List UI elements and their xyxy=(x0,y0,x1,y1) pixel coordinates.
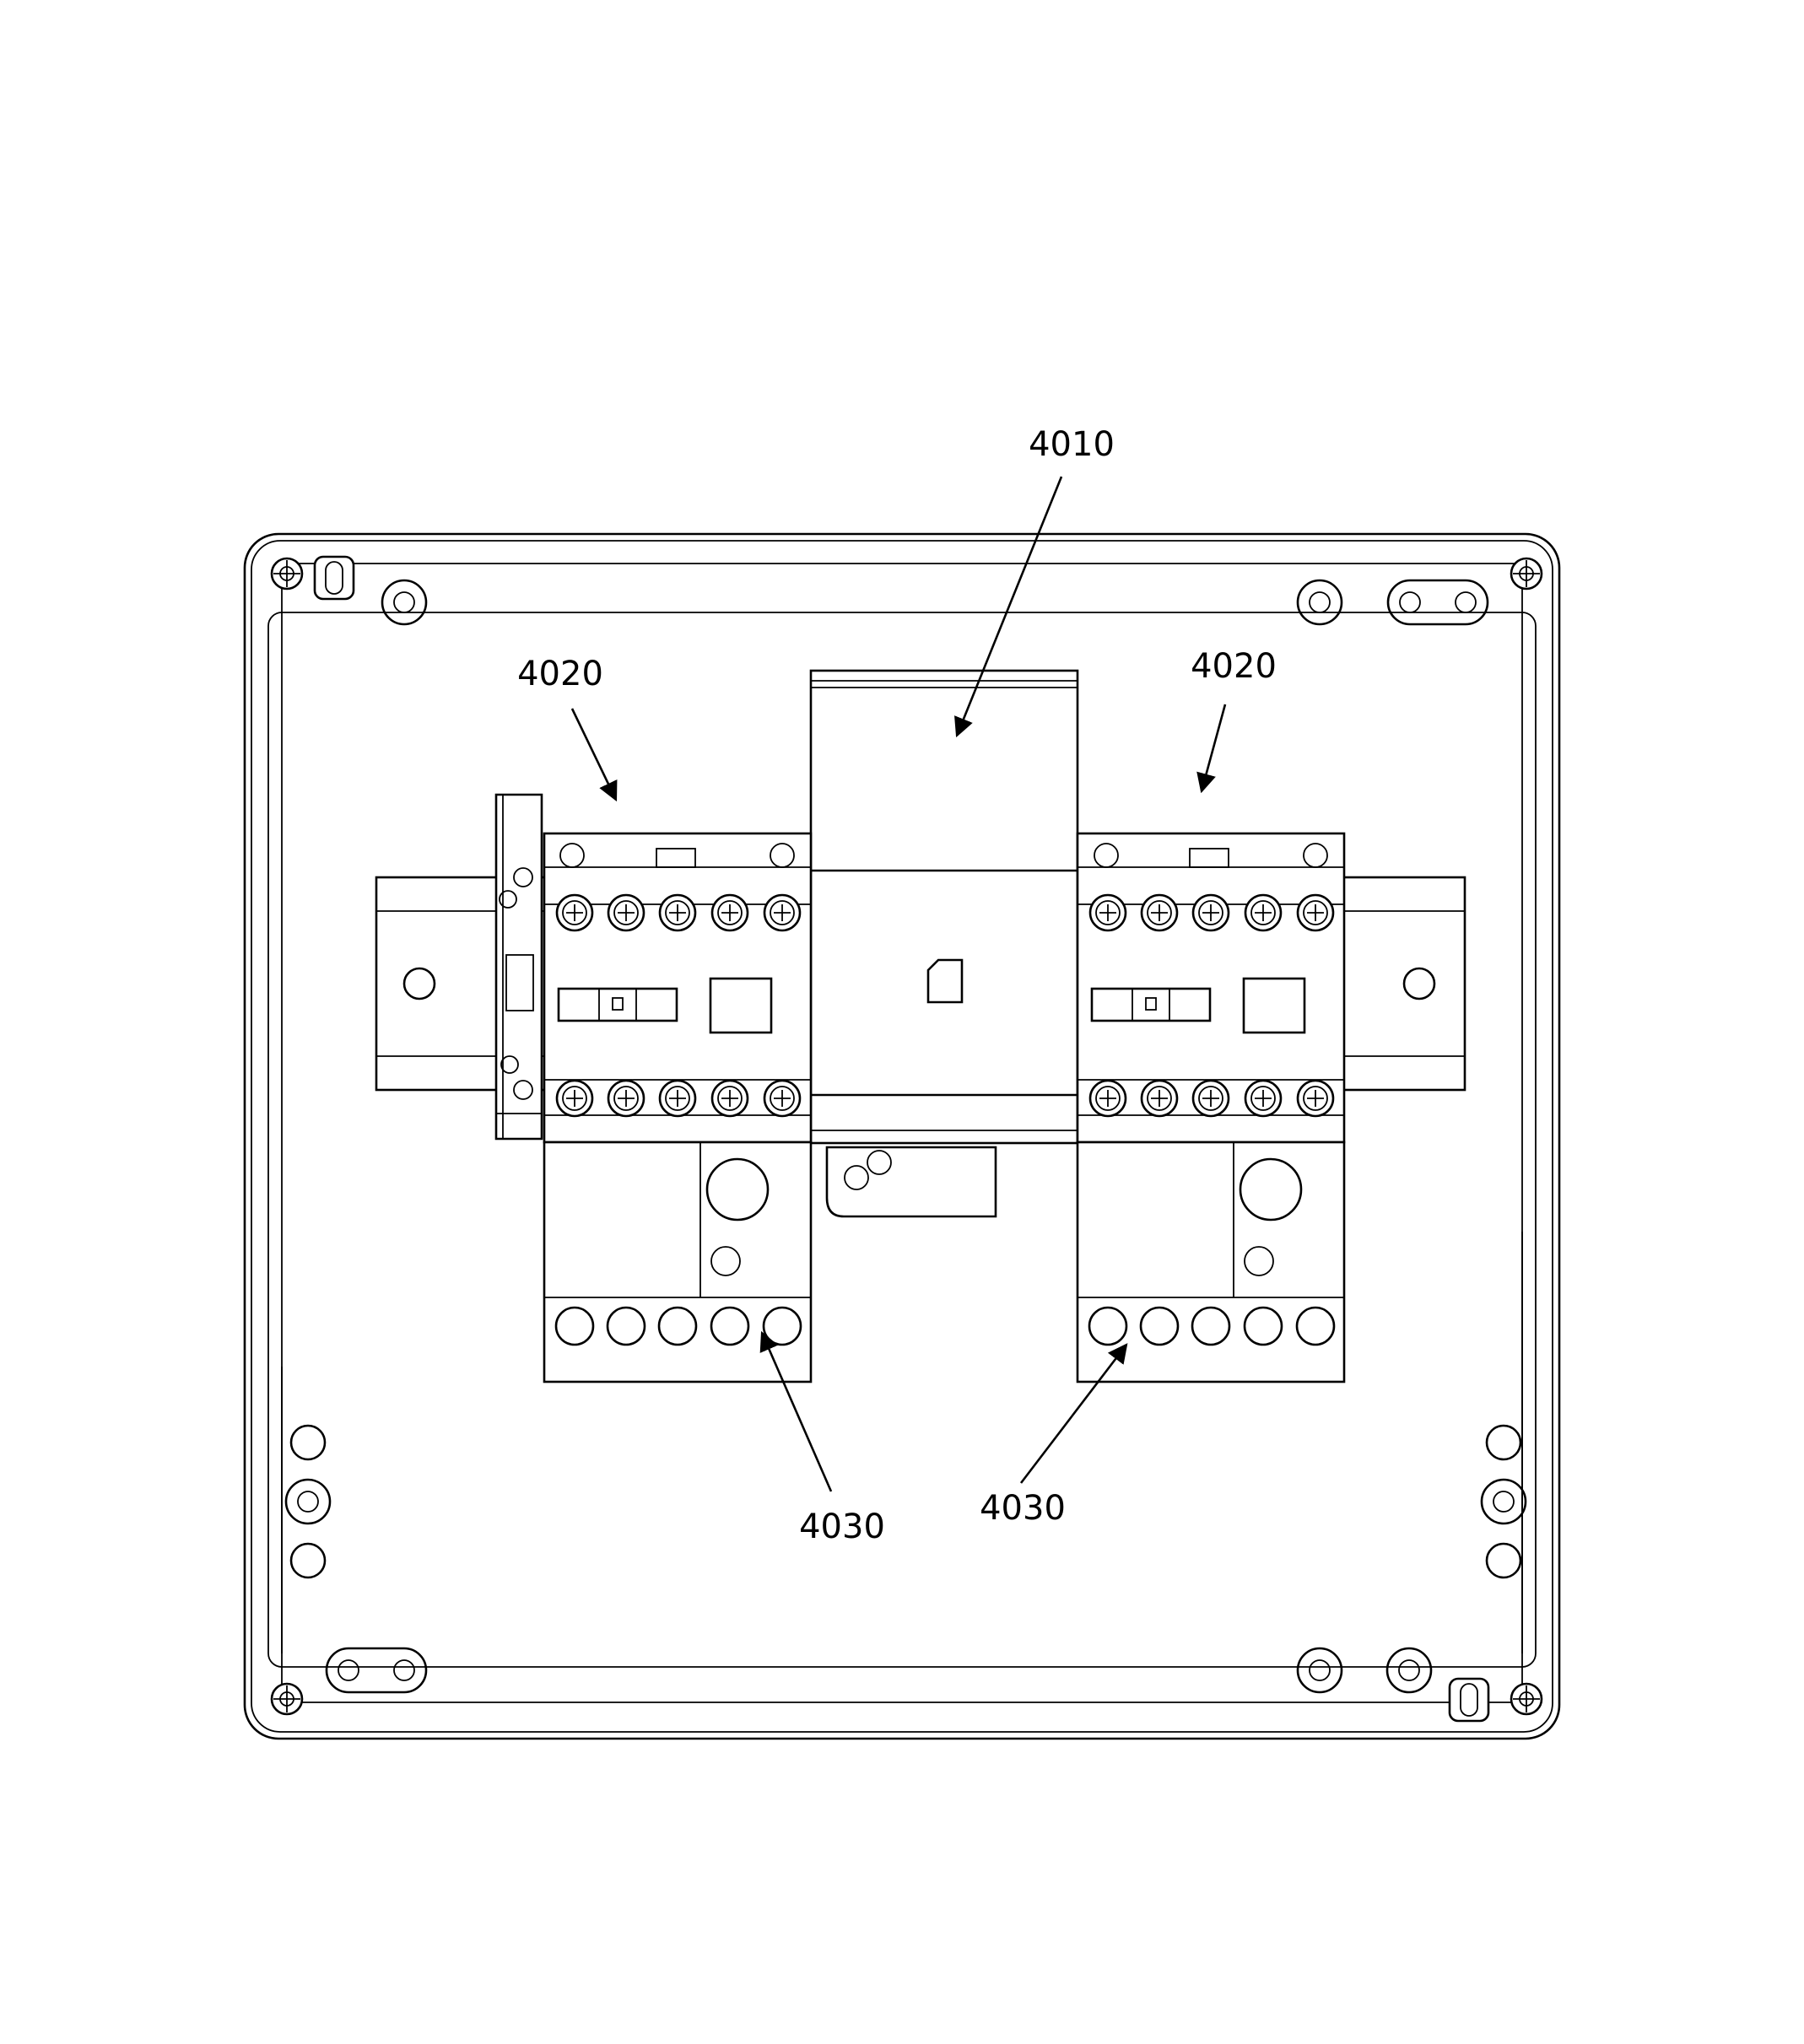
end-stop-left xyxy=(494,793,543,1141)
callout-4010: 4010 xyxy=(1029,425,1115,464)
corner-screw-bottom-left xyxy=(270,1682,304,1716)
aux-block-right-4030 xyxy=(1076,1141,1346,1383)
callout-4020-right: 4020 xyxy=(1191,647,1277,686)
contactor-right-4020 xyxy=(1076,832,1346,1144)
leader-4020-left xyxy=(570,708,618,802)
leader-4020-right xyxy=(1196,704,1227,794)
enclosure-outer-edge xyxy=(243,532,1561,1740)
leader-4030-right xyxy=(1019,1343,1128,1484)
callout-4030-left: 4030 xyxy=(799,1507,885,1546)
corner-screw-top-left xyxy=(270,557,304,591)
rail-hole-right xyxy=(1402,967,1436,1000)
din-rail-block-4010 xyxy=(809,669,1079,1218)
slot-top-left xyxy=(313,555,355,601)
aux-block-left-4030 xyxy=(543,1141,813,1383)
corner-screw-bottom-right xyxy=(1510,1682,1543,1716)
contactor-left-4020 xyxy=(543,832,813,1144)
enclosure-inner-rim xyxy=(267,612,1537,1668)
enclosure-lid-rim xyxy=(251,540,1553,1733)
leader-lines xyxy=(570,476,1227,1492)
leader-4010 xyxy=(954,476,1063,738)
slot-bottom-right xyxy=(1448,1677,1490,1723)
leader-4030-left xyxy=(759,1330,833,1492)
callout-4020-left: 4020 xyxy=(517,655,603,693)
plate-holes xyxy=(284,579,1527,1694)
rail-hole-left xyxy=(402,967,436,1000)
enclosure xyxy=(243,532,1561,1740)
corner-screw-top-right xyxy=(1510,557,1543,591)
enclosure-mounting-plate xyxy=(281,563,1523,1703)
callout-4030-right: 4030 xyxy=(980,1489,1066,1528)
